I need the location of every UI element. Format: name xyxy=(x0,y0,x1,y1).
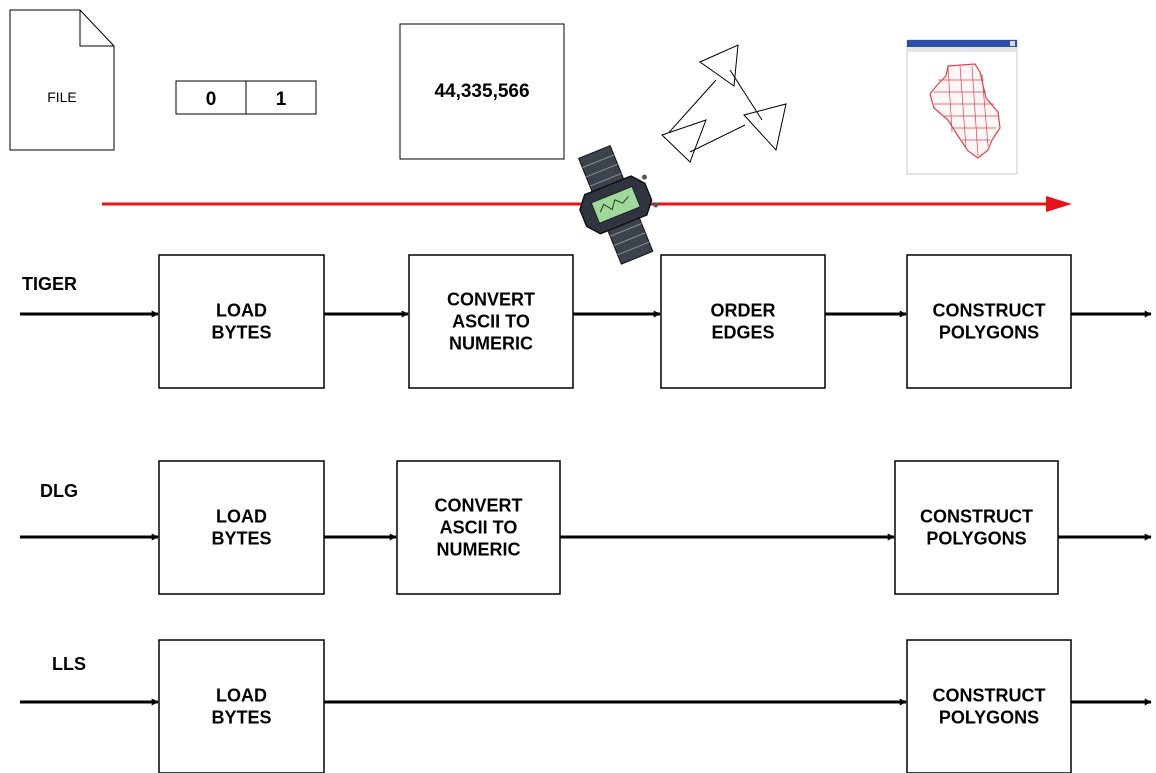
step-text: LOAD xyxy=(216,507,267,527)
wristwatch-icon xyxy=(577,144,659,265)
bit-one: 1 xyxy=(276,89,287,110)
step-text: BYTES xyxy=(211,708,271,728)
step-text: CONSTRUCT xyxy=(920,507,1033,527)
timeline-arrow xyxy=(102,196,1072,212)
numeric-value-box: 44,335,566 xyxy=(399,23,565,160)
step-text: CONVERT xyxy=(447,290,535,310)
step-text: ORDER xyxy=(710,301,775,321)
step-text: ASCII TO xyxy=(440,518,518,538)
step-text: BYTES xyxy=(211,323,271,343)
map-window-icon xyxy=(906,39,1018,175)
step-text: NUMERIC xyxy=(449,334,533,354)
polygon-cycle-icon xyxy=(661,44,787,163)
step-text: EDGES xyxy=(711,323,774,343)
bits-box: 0 1 xyxy=(175,80,317,115)
watch-screen xyxy=(590,185,641,224)
step-text: CONSTRUCT xyxy=(933,301,1046,321)
step-text: CONSTRUCT xyxy=(933,686,1046,706)
bit-zero: 0 xyxy=(206,89,217,110)
county-lines xyxy=(934,65,998,157)
step-text: LOAD xyxy=(216,301,267,321)
illinois-map xyxy=(929,63,1001,159)
file-icon: FILE xyxy=(9,9,115,151)
pipeline-label-lls: LLS xyxy=(52,654,86,674)
step-text: POLYGONS xyxy=(939,708,1039,728)
map-window-titlebar xyxy=(907,40,1017,47)
step-text: POLYGONS xyxy=(926,529,1026,549)
step-text: ASCII TO xyxy=(452,312,530,332)
pipeline-label-dlg: DLG xyxy=(40,481,78,501)
file-label: FILE xyxy=(47,89,77,105)
step-text: LOAD xyxy=(216,686,267,706)
step-text: BYTES xyxy=(211,529,271,549)
numeric-value: 44,335,566 xyxy=(434,81,529,102)
pipeline-label-tiger: TIGER xyxy=(22,274,77,294)
step-text: CONVERT xyxy=(434,496,522,516)
step-text: POLYGONS xyxy=(939,323,1039,343)
step-text: NUMERIC xyxy=(437,540,521,560)
